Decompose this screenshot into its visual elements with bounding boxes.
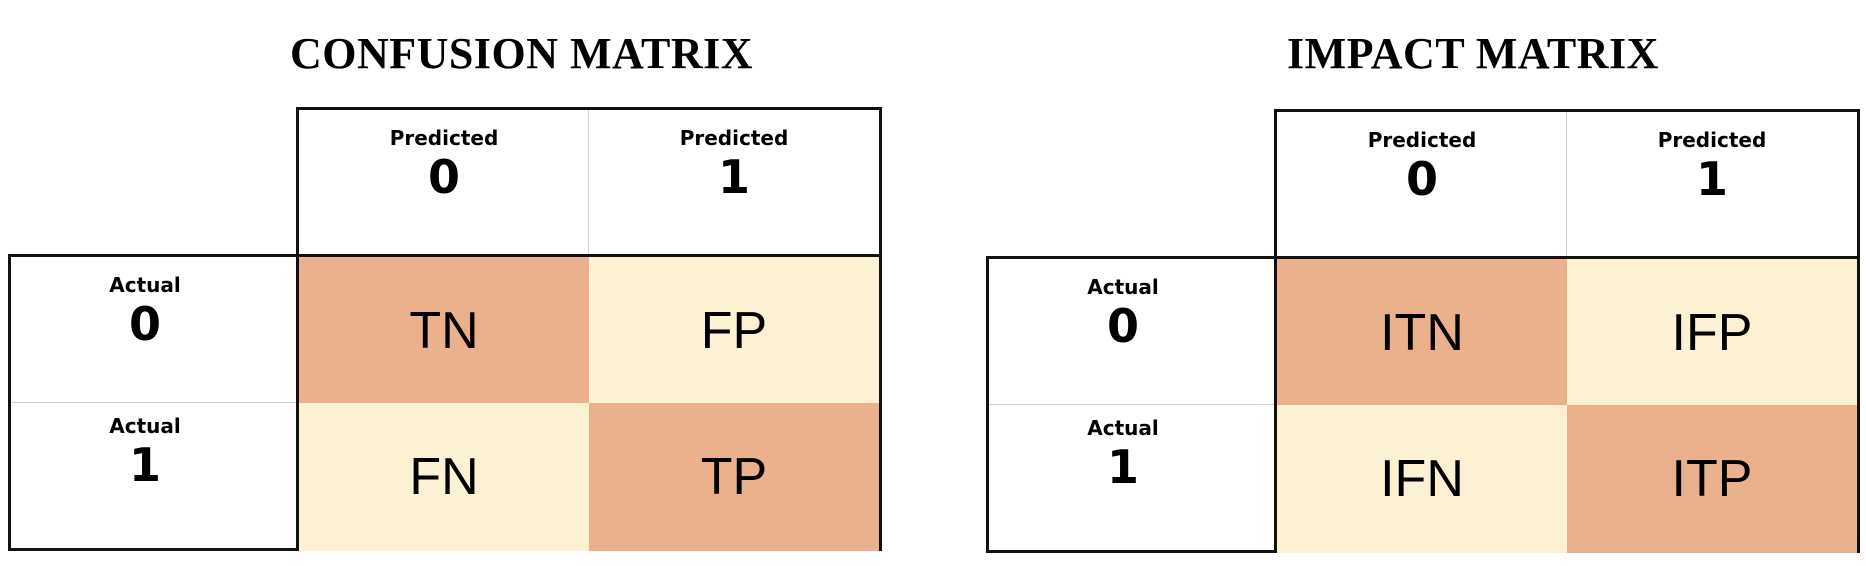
row-header-actual-0: Actual 0 (0, 273, 290, 351)
row-header-actual-1: Actual 1 (0, 414, 290, 492)
row-header-actual-0: Actual 0 (978, 275, 1268, 353)
row-header-value: 0 (1106, 299, 1139, 353)
row-header-value: 1 (1106, 440, 1139, 494)
matrix-inner-border (1274, 256, 1277, 553)
column-header-predicted-1: Predicted 1 (1567, 128, 1857, 206)
confusion-matrix: Predicted 0 Predicted 1 Actual 0 Actual … (0, 0, 900, 566)
cell-itn: ITN (1277, 259, 1567, 407)
confusion-matrix-title: CONFUSION MATRIX (290, 29, 754, 78)
row-header-divider (989, 404, 1275, 405)
column-header-label: Predicted (1367, 128, 1477, 152)
row-header-divider (11, 402, 297, 403)
cell-ifn: IFN (1277, 405, 1567, 553)
row-header-value: 0 (128, 297, 161, 351)
column-header-label: Predicted (389, 126, 499, 150)
column-header-box (1274, 109, 1860, 259)
cell-fn: FN (299, 403, 589, 551)
column-header-label: Predicted (1657, 128, 1767, 152)
column-header-predicted-0: Predicted 0 (299, 126, 589, 204)
column-header-value: 0 (1405, 152, 1438, 206)
column-header-value: 1 (717, 150, 750, 204)
impact-matrix: Predicted 0 Predicted 1 Actual 0 Actual … (978, 2, 1866, 566)
cell-ifp: IFP (1567, 259, 1857, 407)
matrix-inner-border (296, 254, 299, 551)
column-header-value: 0 (427, 150, 460, 204)
column-header-divider (588, 110, 589, 254)
column-header-divider (1566, 112, 1567, 256)
impact-matrix-title: IMPACT MATRIX (1287, 29, 1659, 78)
row-header-value: 1 (128, 438, 161, 492)
row-header-label: Actual (1087, 275, 1159, 299)
row-header-actual-1: Actual 1 (978, 416, 1268, 494)
column-header-predicted-0: Predicted 0 (1277, 128, 1567, 206)
cell-tn: TN (299, 257, 589, 405)
column-header-value: 1 (1695, 152, 1728, 206)
column-header-label: Predicted (679, 126, 789, 150)
cell-itp: ITP (1567, 405, 1857, 553)
cell-fp: FP (589, 257, 879, 405)
row-header-label: Actual (109, 273, 181, 297)
column-header-predicted-1: Predicted 1 (589, 126, 879, 204)
cell-tp: TP (589, 403, 879, 551)
row-header-label: Actual (1087, 416, 1159, 440)
row-header-label: Actual (109, 414, 181, 438)
